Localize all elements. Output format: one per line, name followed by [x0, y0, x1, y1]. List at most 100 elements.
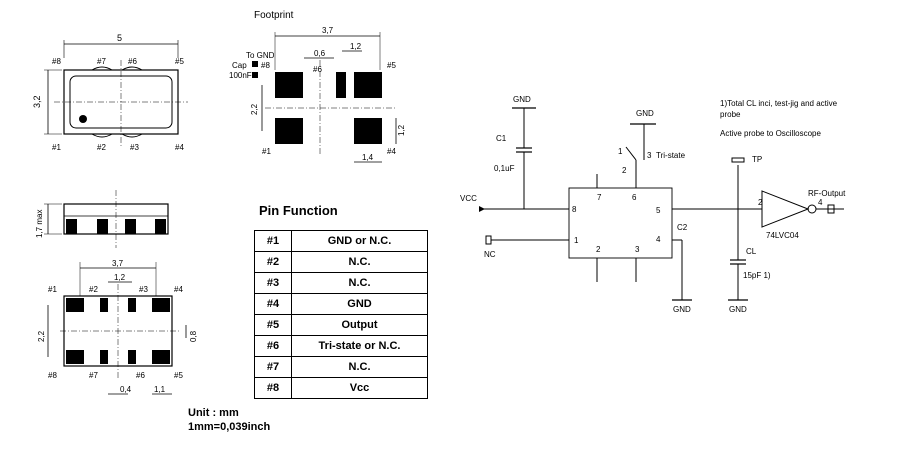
outline-pad-5: #5	[175, 57, 184, 66]
schematic-nc: NC	[484, 250, 496, 259]
ic-pin-2: 2	[596, 245, 601, 254]
pin-cell: #3	[254, 272, 292, 294]
side-height-dim: 1,7 max	[35, 210, 44, 238]
bottom-label-1: #1	[48, 285, 57, 294]
footprint-to-gnd: To GND	[246, 51, 275, 60]
pin-cell: #8	[254, 377, 292, 399]
package-side-view: 1,7 max	[35, 190, 169, 248]
ic-pin-3: 3	[635, 245, 640, 254]
function-cell: N.C.	[291, 251, 428, 273]
footprint-cap-label: Cap	[232, 61, 247, 70]
schematic-gnd-cl: GND	[729, 305, 747, 314]
schematic-rf-output: RF-Output	[808, 189, 846, 198]
outline-pad-2: #2	[97, 143, 106, 152]
outline-pad-8: #8	[52, 57, 61, 66]
footprint-dim-pad: 1,2	[350, 42, 362, 51]
footprint-dim-gap: 0,6	[314, 49, 326, 58]
package-bottom-view: 3,7 1,2 2,2 0,8 0,4 1,1 #1 #2 #3 #4 #8 #…	[37, 259, 198, 395]
schematic-gnd-c1: GND	[513, 95, 531, 104]
schematic-note-2: probe	[720, 110, 741, 119]
bottom-label-4: #4	[174, 285, 183, 294]
footprint-dim-vert: 2,2	[250, 103, 259, 115]
function-cell: Tri-state or N.C.	[291, 335, 428, 357]
ic-pin-5: 5	[656, 206, 661, 215]
package-outline-view: Footprint 5 3,2 #8 #7 #6 #5 #1 #2 #3 #4	[32, 10, 294, 152]
schematic-cl: CL	[746, 247, 757, 256]
unit-line-1: Unit : mm	[188, 407, 239, 419]
bottom-label-5: #5	[174, 371, 183, 380]
outline-pad-3: #3	[130, 143, 139, 152]
footprint-pin6: #6	[313, 65, 322, 74]
schematic-gnd-switch: GND	[636, 109, 654, 118]
footprint-title: Footprint	[254, 10, 294, 21]
pin-cell: #6	[254, 335, 292, 357]
footprint-pin8: #8	[261, 61, 270, 70]
footprint-pin4: #4	[387, 147, 396, 156]
schematic-gate-in: 2	[758, 198, 763, 207]
schematic-gate: 74LVC04	[766, 231, 799, 240]
bottom-label-2: #2	[89, 285, 98, 294]
footprint-pin5: #5	[387, 61, 396, 70]
footprint-view: 3,7 0,6 1,2 2,2 1,2 1,4 To GND Cap 100nF…	[229, 26, 406, 163]
ic-pin-7: 7	[597, 193, 602, 202]
ic-pin-4: 4	[656, 235, 661, 244]
function-cell: N.C.	[291, 272, 428, 294]
function-cell: GND	[291, 293, 428, 315]
schematic-gate-out: 4	[818, 198, 823, 207]
pin-cell: #2	[254, 251, 292, 273]
function-cell: Output	[291, 314, 428, 336]
outline-width-dim: 5	[117, 33, 122, 43]
bottom-label-3: #3	[139, 285, 148, 294]
footprint-pin1: #1	[262, 147, 271, 156]
schematic-tp: TP	[752, 155, 762, 164]
unit-note: Unit : mm 1mm=0,039inch	[188, 406, 270, 434]
footprint-dim-pad-h: 1,2	[397, 124, 406, 136]
bottom-dim-mid: 1,2	[114, 273, 126, 282]
ic-pin-1: 1	[574, 236, 579, 245]
bottom-dim-vert: 2,2	[37, 330, 46, 342]
bottom-dim-total: 3,7	[112, 259, 124, 268]
schematic-c1: C1	[496, 134, 507, 143]
bottom-label-8: #8	[48, 371, 57, 380]
pin-cell: #5	[254, 314, 292, 336]
schematic-tri-state: Tri-state	[656, 151, 686, 160]
schematic-note-1: 1)Total CL inci, test-jig and active	[720, 99, 838, 108]
ic-pin-8: 8	[572, 205, 577, 214]
bottom-label-6: #6	[136, 371, 145, 380]
bottom-dim-pad: 1,1	[154, 385, 166, 394]
footprint-cap-value: 100nF	[229, 71, 252, 80]
bottom-dim-right: 0,8	[189, 330, 198, 342]
pin-function-title: Pin Function	[259, 203, 338, 218]
schematic-cl-value: 15pF 1)	[743, 271, 771, 280]
bottom-dim-gap: 0,4	[120, 385, 132, 394]
ic-pin-6: 6	[632, 193, 637, 202]
outline-pad-7: #7	[97, 57, 106, 66]
pin-cell: #7	[254, 356, 292, 378]
schematic-note-3: Active probe to Oscilloscope	[720, 129, 821, 138]
footprint-dim-total: 3,7	[322, 26, 334, 35]
outline-pad-1: #1	[52, 143, 61, 152]
schematic-vcc: VCC	[460, 194, 477, 203]
function-cell: N.C.	[291, 356, 428, 378]
schematic-switch-2: 2	[622, 166, 627, 175]
function-cell: Vcc	[291, 377, 428, 399]
outline-height-dim: 3,2	[32, 95, 42, 108]
unit-line-2: 1mm=0,039inch	[188, 421, 271, 433]
function-cell: GND or N.C.	[291, 230, 428, 252]
footprint-dim-pad-w: 1,4	[362, 153, 374, 162]
pin-cell: #1	[254, 230, 292, 252]
pin-cell: #4	[254, 293, 292, 315]
schematic-switch-3: 3	[647, 151, 652, 160]
schematic-switch-1: 1	[618, 147, 623, 156]
test-circuit-schematic: 8 7 6 5 1 2 3 4 VCC GND C1 0,1uF NC GND …	[460, 95, 846, 314]
outline-pad-6: #6	[128, 57, 137, 66]
bottom-label-7: #7	[89, 371, 98, 380]
